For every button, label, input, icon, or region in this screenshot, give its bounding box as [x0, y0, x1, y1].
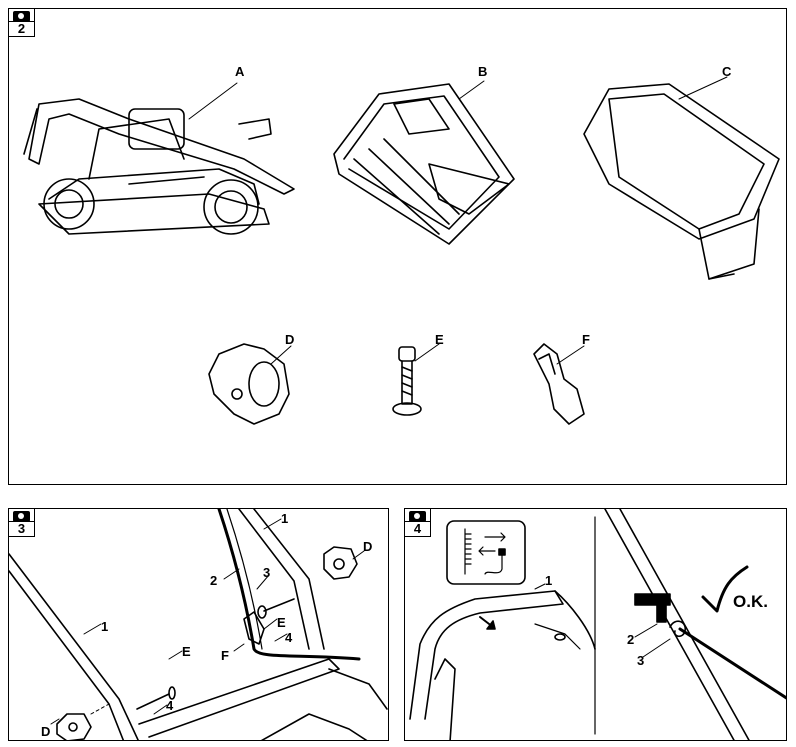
- label-1-top: 1: [281, 511, 288, 526]
- label-e: E: [435, 332, 444, 347]
- label-2: 2: [210, 573, 217, 588]
- figure-number: 3: [9, 521, 34, 536]
- figure-4-drawing: 1 2 3 O.K.: [409, 509, 786, 740]
- screw-illustration: [392, 346, 422, 416]
- label-b: B: [478, 64, 487, 79]
- label-4-bottom: 4: [166, 698, 174, 713]
- label-f: F: [221, 648, 229, 663]
- grass-bag-illustration: [583, 83, 780, 280]
- label-e-left: E: [182, 644, 191, 659]
- figure-3-drawing: 1 2 3 D E F 4 1 E 4 D: [9, 509, 388, 740]
- figure-2-badge: 2: [9, 9, 35, 37]
- figure-3-handle-assembly-panel: 3: [8, 508, 389, 741]
- figure-2-parts-panel: 2: [8, 8, 787, 485]
- figure-3-badge: 3: [9, 509, 35, 537]
- label-d: D: [285, 332, 294, 347]
- figure-4-cable-panel: 4: [404, 508, 787, 741]
- grass-catcher-lid-illustration: [333, 83, 515, 245]
- label-c: C: [722, 64, 732, 79]
- star-knob-illustration: [208, 343, 290, 425]
- camera-icon: [13, 511, 30, 522]
- label-1: 1: [545, 573, 552, 588]
- camera-icon: [13, 11, 30, 22]
- adjust-hint-icon: [446, 520, 526, 585]
- label-4-right: 4: [285, 630, 293, 645]
- lawnmower-illustration: [23, 98, 295, 235]
- figure-4-badge: 4: [405, 509, 431, 537]
- camera-icon: [409, 511, 426, 522]
- label-d-bottom: D: [41, 724, 50, 739]
- label-2: 2: [627, 632, 634, 647]
- ok-label: O.K.: [733, 592, 768, 611]
- figure-number: 4: [405, 521, 430, 536]
- label-d-top: D: [363, 539, 372, 554]
- figure-2-drawing: A B C D E F: [23, 64, 780, 425]
- label-3: 3: [637, 653, 644, 668]
- cable-clip-illustration: [533, 343, 585, 425]
- label-f: F: [582, 332, 590, 347]
- label-3: 3: [263, 565, 270, 580]
- figure-number: 2: [9, 21, 34, 36]
- label-a: A: [235, 64, 245, 79]
- label-1-left: 1: [101, 619, 108, 634]
- label-e-right: E: [277, 615, 286, 630]
